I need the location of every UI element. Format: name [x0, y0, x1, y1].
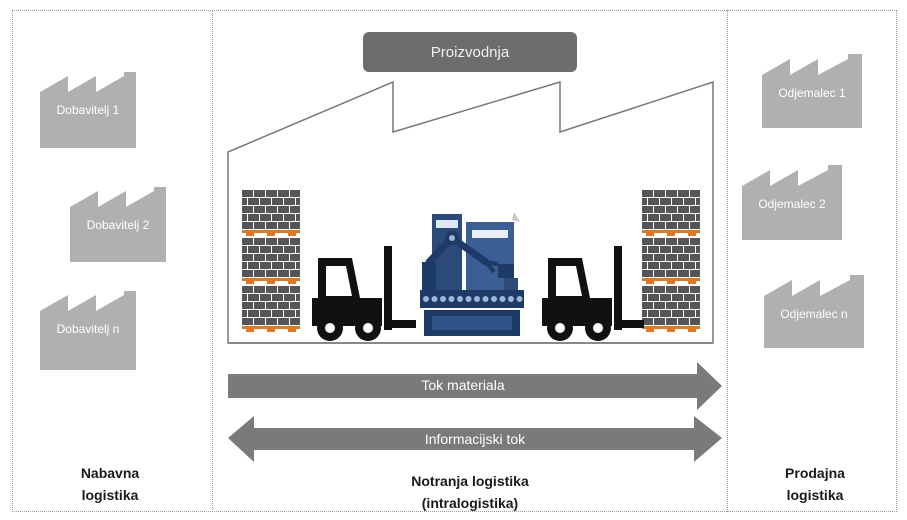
sales-label-line-1: Prodajna [785, 465, 845, 481]
supplier-label-1: Dobavitelj 1 [56, 103, 120, 117]
production-machine-icon [420, 212, 524, 336]
sales-label-line-2: logistika [786, 487, 844, 503]
supplier-factory-n-icon [40, 291, 136, 370]
supplier-label-2: Dobavitelj 2 [86, 218, 150, 232]
procurement-label-line-1: Nabavna [80, 465, 140, 481]
sales-logistics-label: Prodajna logistika [740, 462, 890, 506]
customer-factory-n-icon [764, 275, 864, 348]
material-flow-arrow [228, 362, 722, 410]
internal-label-line-1: Notranja logistika [411, 473, 529, 489]
supplier-factory-2-icon [70, 187, 166, 262]
supplier-label-n: Dobavitelj n [56, 322, 120, 336]
information-flow-arrow [228, 416, 722, 462]
customer-factory-1-icon [762, 54, 862, 128]
right-forklift-icon [542, 246, 644, 341]
left-divider [212, 10, 213, 512]
right-divider [727, 10, 728, 512]
internal-logistics-label: Notranja logistika (intralogistika) [330, 470, 610, 514]
customer-label-1: Odjemalec 1 [778, 86, 846, 100]
procurement-label-line-2: logistika [81, 487, 139, 503]
left-pallet-stack-icon [242, 190, 300, 332]
supplier-factory-1-icon [40, 72, 136, 148]
procurement-logistics-label: Nabavna logistika [30, 462, 190, 506]
customer-factory-2-icon [742, 165, 842, 240]
customer-label-2: Odjemalec 2 [758, 197, 826, 211]
information-flow-label: Informacijski tok [424, 431, 526, 447]
right-pallet-stack-icon [642, 190, 700, 332]
customer-label-n: Odjemalec n [780, 307, 848, 321]
internal-label-line-2: (intralogistika) [421, 495, 519, 511]
left-forklift-icon [312, 246, 416, 341]
material-flow-label: Tok materiala [421, 377, 505, 393]
production-title-box: Proizvodnja [363, 32, 577, 72]
production-title: Proizvodnja [430, 43, 510, 61]
factory-building-outline [227, 80, 714, 344]
diagram-frame [12, 10, 897, 512]
